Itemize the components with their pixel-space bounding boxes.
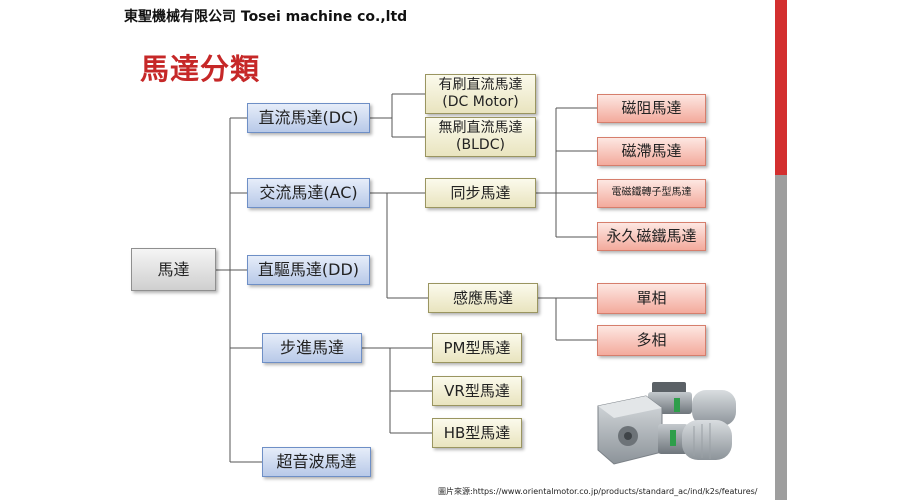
node-multi-phase: 多相 <box>597 325 706 356</box>
node-synchronous-motor: 同步馬達 <box>425 178 536 208</box>
node-hb-stepper: HB型馬達 <box>432 418 522 448</box>
slide-edge-accent <box>775 0 787 175</box>
brushed-dc-label: 有刷直流馬達 <box>438 76 523 93</box>
node-ac-motor: 交流馬達(AC) <box>247 178 370 208</box>
node-ultrasonic-motor: 超音波馬達 <box>262 447 371 477</box>
brushed-dc-sublabel: (DC Motor) <box>442 94 519 110</box>
brushless-dc-sublabel: (BLDC) <box>456 137 505 153</box>
node-motor-root: 馬達 <box>131 248 216 291</box>
node-dd-motor: 直驅馬達(DD) <box>247 255 370 285</box>
node-single-phase: 單相 <box>597 283 706 314</box>
node-induction-motor: 感應馬達 <box>428 283 538 313</box>
node-dc-motor: 直流馬達(DC) <box>247 103 370 133</box>
node-pm-stepper: PM型馬達 <box>432 333 522 363</box>
motor-photo-icon <box>597 382 736 465</box>
company-name: 東聖機械有限公司 Tosei machine co.,ltd <box>124 9 408 25</box>
node-vr-stepper: VR型馬達 <box>432 376 522 406</box>
node-reluctance-motor: 磁阻馬達 <box>597 94 706 123</box>
slide-title: 馬達分類 <box>140 52 261 86</box>
node-electromagnet-rotor-motor: 電磁鐵轉子型馬達 <box>597 179 706 208</box>
node-brushed-dc: 有刷直流馬達 (DC Motor) <box>425 74 536 114</box>
image-source-caption: 圖片來源:https://www.orientalmotor.co.jp/pro… <box>438 487 758 496</box>
brushless-dc-label: 無刷直流馬達 <box>438 119 523 136</box>
slide-edge-bar <box>775 0 787 500</box>
node-permanent-magnet-motor: 永久磁鐵馬達 <box>597 222 706 251</box>
node-brushless-dc: 無刷直流馬達 (BLDC) <box>425 117 536 157</box>
node-hysteresis-motor: 磁滯馬達 <box>597 137 706 166</box>
node-stepper-motor: 步進馬達 <box>262 333 362 363</box>
